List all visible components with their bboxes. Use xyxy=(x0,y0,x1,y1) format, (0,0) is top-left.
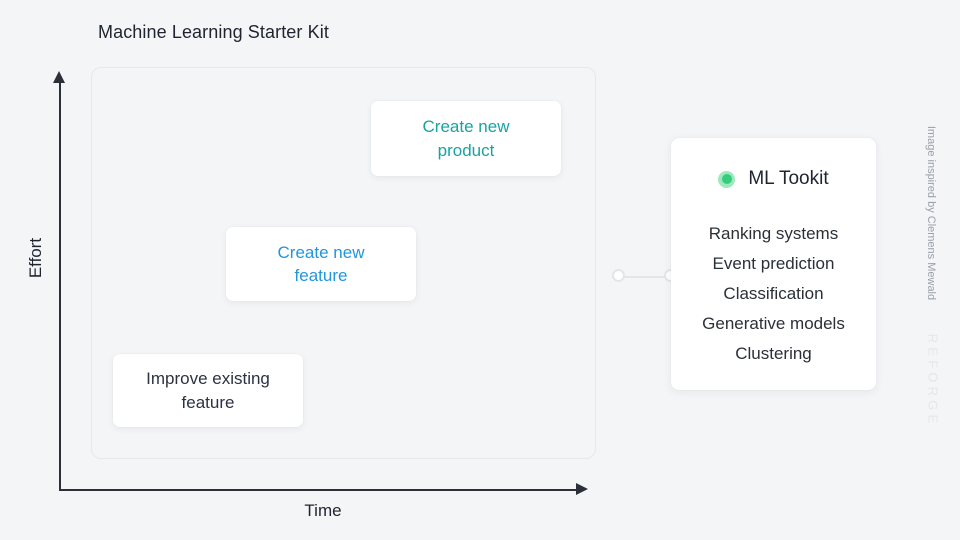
x-axis-line xyxy=(59,489,579,491)
reforge-watermark: REFORGE xyxy=(925,333,941,428)
list-item: Ranking systems xyxy=(708,224,839,243)
page-title: Machine Learning Starter Kit xyxy=(98,22,329,42)
option-card-line2: feature xyxy=(181,392,235,412)
x-axis-label: Time xyxy=(304,501,342,520)
option-card-create-new-product[interactable]: Create new product xyxy=(371,101,561,176)
option-card-improve-existing-feature[interactable]: Improve existing feature xyxy=(113,354,303,427)
plot-area-frame xyxy=(91,67,596,459)
option-card-line1: Create new xyxy=(422,117,510,137)
status-dot-inner-icon xyxy=(721,174,732,184)
ml-toolkit-card[interactable]: ML Tookit Ranking systems Event predicti… xyxy=(671,138,876,390)
y-axis-line xyxy=(59,82,61,490)
list-item: Classification xyxy=(723,283,824,303)
connector-line xyxy=(612,275,678,278)
ml-toolkit-title: ML Tookit xyxy=(748,168,829,189)
ml-toolkit-list: Ranking systems Event prediction Classif… xyxy=(671,219,876,369)
option-card-line2: feature xyxy=(294,266,348,285)
x-axis-arrow-icon xyxy=(576,483,588,495)
list-item: Generative models xyxy=(702,313,845,333)
ml-toolkit-header: ML Tookit xyxy=(671,168,876,190)
list-item: Event prediction xyxy=(712,253,835,273)
option-card-line2: product xyxy=(437,140,495,160)
option-card-line1: Create new xyxy=(277,242,365,262)
connector-dot-left-icon xyxy=(612,269,625,282)
option-card-text: Improve existing feature xyxy=(146,367,270,414)
option-card-text: Create new product xyxy=(423,115,510,162)
option-card-text: Create new feature xyxy=(278,241,365,288)
option-card-line1: Improve existing xyxy=(146,369,270,389)
status-dot-icon xyxy=(718,170,736,188)
list-item: Clustering xyxy=(735,343,812,363)
y-axis-arrow-icon xyxy=(53,71,65,83)
option-card-create-new-feature[interactable]: Create new feature xyxy=(226,227,416,301)
y-axis-label: Effort xyxy=(26,237,45,279)
